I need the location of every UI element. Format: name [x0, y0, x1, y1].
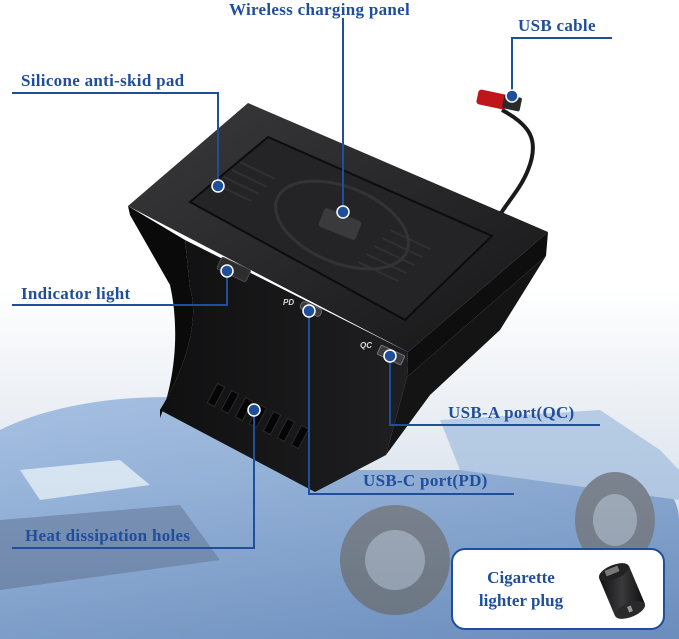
- pad-ribs: [215, 161, 431, 282]
- callout-lines: [12, 18, 612, 549]
- label-wireless-charging-panel: Wireless charging panel: [229, 0, 411, 19]
- cigarette-lighter-plug-label: Cigarette lighter plug: [465, 566, 577, 612]
- cigarette-lighter-plug-icon: [598, 563, 646, 619]
- usb-cable-wire: [498, 108, 535, 216]
- label-silicone-anti-skid-pad: Silicone anti-skid pad: [21, 71, 185, 90]
- charging-center-logo: [318, 208, 362, 240]
- callout-dots: [211, 89, 519, 417]
- qc-marking: QC: [360, 341, 372, 350]
- usb-cable-red-tip: [476, 89, 508, 110]
- label-heat-dissipation-holes: Heat dissipation holes: [25, 526, 191, 545]
- label-usb-c-port: USB-C port(PD): [363, 471, 488, 490]
- wireless-charger-device: [128, 103, 548, 492]
- plug-label-line-2: lighter plug: [478, 591, 564, 610]
- label-indicator-light: Indicator light: [21, 284, 131, 303]
- pd-marking: PD: [283, 298, 294, 307]
- label-usb-a-port: USB-A port(QC): [448, 403, 575, 422]
- charging-coil: [274, 179, 410, 271]
- cigarette-lighter-plug-inset: Cigarette lighter plug: [451, 548, 665, 630]
- plug-label-line-1: Cigarette: [487, 568, 555, 587]
- label-usb-cable: USB cable: [518, 16, 596, 35]
